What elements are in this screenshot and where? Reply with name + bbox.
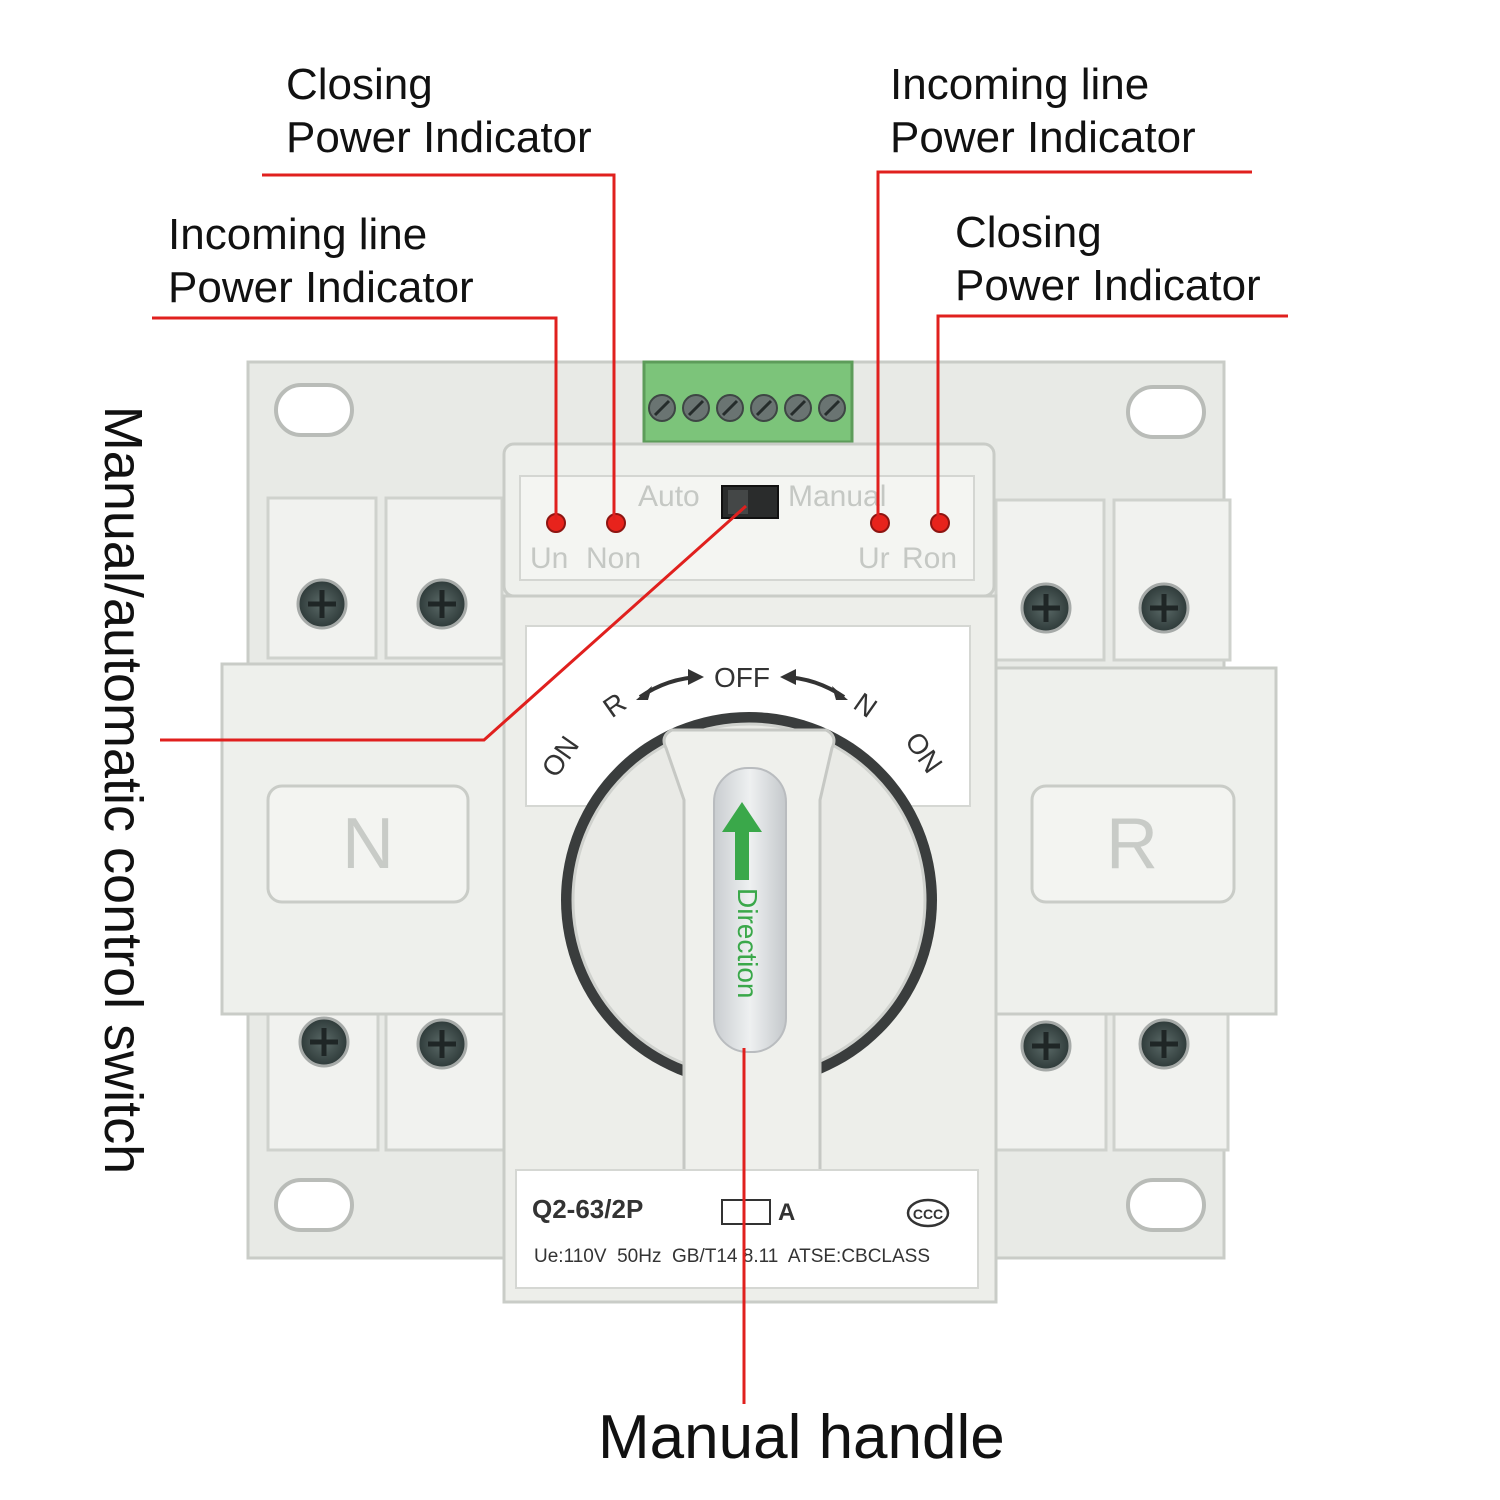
mounting-hole-br	[1126, 1178, 1206, 1232]
arrow-head-icon	[636, 686, 652, 700]
mounting-hole-tl	[274, 383, 354, 437]
led-non	[606, 513, 626, 533]
spec-text: Ue:110V 50Hz GB/T14 8.11 ATSE:CBCLASS	[534, 1246, 930, 1267]
mode-selector-knob	[728, 490, 748, 514]
control-terminal	[642, 360, 854, 444]
mounting-hole-bl	[274, 1178, 354, 1232]
callout-manual-handle: Manual handle	[598, 1403, 1005, 1472]
direction-arrow-icon	[722, 802, 762, 880]
arrow-head-icon	[780, 669, 796, 685]
mode-manual-label: Manual	[788, 480, 886, 513]
leader-control-switch	[160, 504, 747, 742]
callout-line: Incoming line	[890, 60, 1150, 109]
screw-icon	[1138, 582, 1190, 634]
led-un-label: Un	[530, 542, 568, 575]
callout-closing-power-indicator-right: Closing Power Indicator	[955, 206, 1261, 312]
callout-line: Closing	[955, 208, 1102, 257]
led-ron-label: Ron	[902, 542, 957, 575]
ccc-mark-icon: CCC	[906, 1198, 950, 1228]
mounting-hole-tr	[1126, 385, 1206, 439]
screw-icon	[416, 578, 468, 630]
screw-icon	[1138, 1018, 1190, 1070]
rating-unit-text: A	[778, 1199, 795, 1226]
dial-off-label: OFF	[714, 662, 770, 693]
side-label-r: R	[1106, 804, 1158, 884]
mode-auto-label: Auto	[638, 480, 700, 513]
handle-direction-text: Direction	[732, 888, 763, 998]
terminal-screw-icon	[818, 394, 846, 422]
arrow-head-icon	[832, 686, 848, 700]
terminal-screw-icon	[648, 394, 676, 422]
callout-incoming-power-indicator-right: Incoming line Power Indicator	[890, 58, 1196, 164]
terminal-block-tl1	[266, 496, 378, 660]
led-ur	[870, 513, 890, 533]
model-text: Q2-63/2P	[532, 1194, 643, 1224]
callout-line: Power Indicator	[890, 113, 1196, 162]
led-ron	[930, 513, 950, 533]
module-left-label-plate	[266, 784, 470, 904]
terminal-block-tr1	[994, 498, 1106, 662]
terminal-block-tr2	[1112, 498, 1232, 662]
callout-line: Power Indicator	[168, 263, 474, 312]
screw-icon	[296, 578, 348, 630]
side-label-n: N	[342, 804, 394, 884]
callout-control-switch: Manual/automatic control switch	[93, 405, 153, 1175]
terminal-screw-icon	[682, 394, 710, 422]
leader-incoming-left	[152, 316, 558, 520]
leader-closing-right	[936, 314, 1288, 520]
screw-icon	[1020, 1020, 1072, 1072]
svg-text:CCC: CCC	[913, 1206, 943, 1222]
led-ur-label: Ur	[858, 542, 890, 575]
callout-closing-power-indicator-left: Closing Power Indicator	[286, 58, 592, 164]
rating-box	[721, 1199, 771, 1225]
screw-icon	[1020, 582, 1072, 634]
nameplate	[515, 1169, 979, 1289]
led-non-label: Non	[586, 542, 641, 575]
callout-line: Power Indicator	[286, 113, 592, 162]
leader-closing-left	[262, 173, 616, 520]
terminal-screw-icon	[716, 394, 744, 422]
handle-strip	[713, 767, 787, 1053]
callout-line: Incoming line	[168, 210, 428, 259]
callout-line: Power Indicator	[955, 261, 1261, 310]
callout-incoming-power-indicator-left: Incoming line Power Indicator	[168, 208, 474, 314]
module-right-label-plate	[1030, 784, 1236, 904]
leader-incoming-right	[876, 170, 1252, 520]
screw-icon	[298, 1016, 350, 1068]
terminal-block-tl2	[384, 496, 504, 660]
arrow-head-icon	[688, 669, 704, 685]
terminal-screw-icon	[750, 394, 778, 422]
screw-icon	[416, 1018, 468, 1070]
callout-line: Closing	[286, 60, 433, 109]
terminal-screw-icon	[784, 394, 812, 422]
